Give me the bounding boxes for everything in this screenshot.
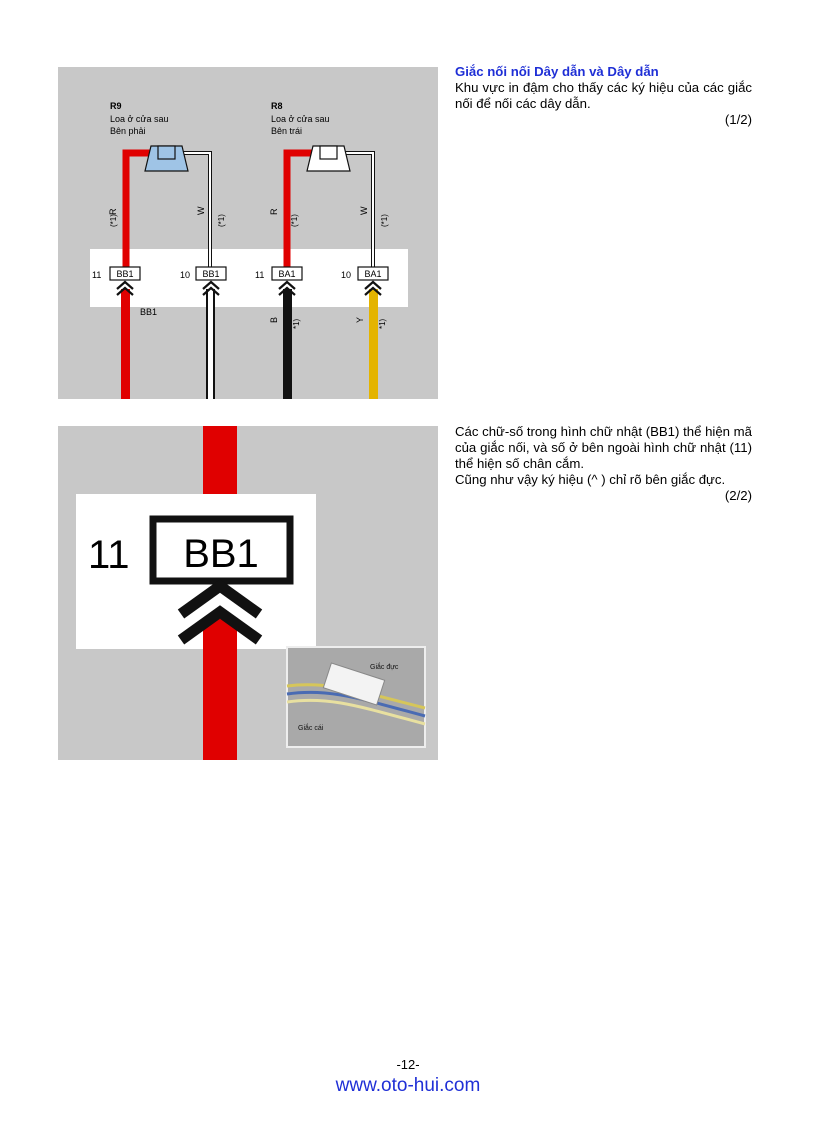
connector-4: 10 BA1 xyxy=(341,266,389,281)
photo-label-female: Giắc cái xyxy=(298,723,324,732)
paragraph-1: Khu vực in đậm cho thấy các ký hiệu của … xyxy=(455,80,752,111)
paragraph-2: Các chữ-số trong hình chữ nhật (BB1) thể… xyxy=(455,424,752,471)
footer-url-link[interactable]: www.oto-hui.com xyxy=(335,1075,481,1096)
connector-1-code: BB1 xyxy=(116,269,133,279)
paragraph-3: Cũng như vậy ký hiệu (^ ) chỉ rõ bên giắ… xyxy=(455,472,726,487)
pin-number: 11 xyxy=(88,533,130,577)
wire-white-lower-l xyxy=(206,289,208,399)
wire-label-lower-1: B xyxy=(269,317,279,323)
wire-label-upper-2: W xyxy=(196,206,206,215)
wire-yellow-lower xyxy=(369,289,378,399)
speaker-r8-code: R8 xyxy=(271,101,283,111)
speaker-r8-line2: Bên trái xyxy=(271,126,302,136)
speaker-r8-line1: Loa ở cửa sau xyxy=(271,114,329,124)
connector-2: 10 BB1 xyxy=(180,266,227,281)
connector-photo-inset: Giắc đực Giắc cái xyxy=(286,646,426,748)
connector-detail-svg: 11 BB1 Giắc đực Giắc cái xyxy=(76,426,426,760)
connector-2-code: BB1 xyxy=(202,269,219,279)
connector-1: 11 BB1 xyxy=(92,266,141,281)
wire-label-upper-1: R xyxy=(108,208,118,215)
wire-note-lower-2: *1) xyxy=(378,318,387,329)
speaker-r9-code: R9 xyxy=(110,101,122,111)
wiring-diagram-figure: R9 Loa ở cửa sau Bên phải R8 Loa ở cửa s… xyxy=(58,67,438,399)
wire-red-left xyxy=(122,149,151,270)
wire-white-lower-r xyxy=(213,289,215,399)
wire-note-upper-3: (*1) xyxy=(290,214,299,227)
wire-note-upper-1: (*1) xyxy=(109,214,118,227)
wire-red-lower xyxy=(121,289,130,399)
page-ref-1: (1/2) xyxy=(724,112,752,127)
connector-1-pin: 11 xyxy=(92,270,101,280)
connector-2-pin: 10 xyxy=(180,270,190,280)
wire-note-lower-1: *1) xyxy=(292,318,301,329)
connector-4-code: BA1 xyxy=(364,269,381,279)
speaker-r9-line1: Loa ở cửa sau xyxy=(110,114,168,124)
highlight-band xyxy=(90,249,408,307)
section-heading: Giắc nối nối Dây dẫn và Dây dẫn xyxy=(455,64,659,79)
wire-black-lower xyxy=(283,289,292,399)
wiring-diagram-svg: R9 Loa ở cửa sau Bên phải R8 Loa ở cửa s… xyxy=(90,101,408,399)
page-ref-2: (2/2) xyxy=(724,488,752,503)
connector-detail-figure: 11 BB1 Giắc đực Giắc cái xyxy=(58,426,438,760)
connector-3-pin: 11 xyxy=(255,270,264,280)
photo-label-male: Giắc đực xyxy=(370,662,399,671)
wire-label-lower-2: Y xyxy=(355,317,365,323)
connector-caption: BB1 xyxy=(140,307,157,317)
male-chevron-large xyxy=(177,579,263,645)
speaker-r9-line2: Bên phải xyxy=(110,126,146,136)
wire-red-right xyxy=(283,149,313,270)
wire-label-upper-4: W xyxy=(359,206,369,215)
connector-4-pin: 10 xyxy=(341,270,351,280)
wire-note-upper-4: (*1) xyxy=(380,214,389,227)
wire-label-upper-3: R xyxy=(269,208,279,215)
connector-code: BB1 xyxy=(183,532,259,576)
text-block-2: Các chữ-số trong hình chữ nhật (BB1) thể… xyxy=(455,424,752,504)
text-block-1: Giắc nối nối Dây dẫn và Dây dẫn Khu vực … xyxy=(455,64,752,128)
wire-note-upper-2: (*1) xyxy=(217,214,226,227)
connector-3-code: BA1 xyxy=(278,269,295,279)
page-number: -12- xyxy=(396,1057,420,1072)
connector-3: 11 BA1 xyxy=(255,266,303,281)
male-chevrons xyxy=(116,280,382,296)
